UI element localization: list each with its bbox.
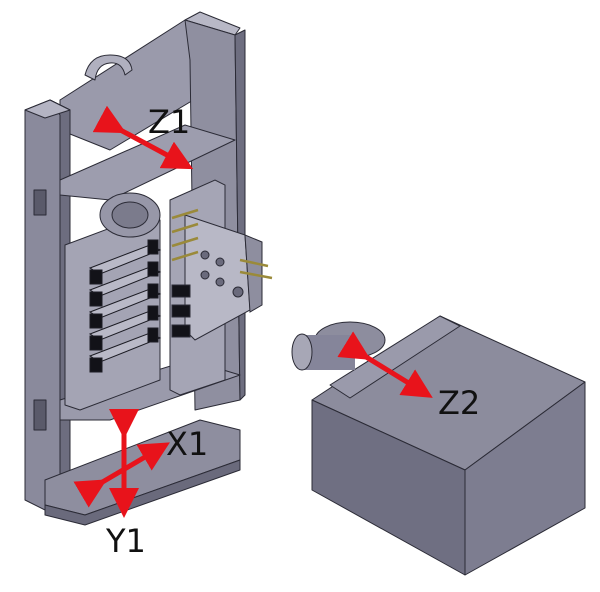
axis-arrows (73, 105, 433, 518)
z2-label: Z2 (438, 384, 481, 422)
z1-arrow (92, 105, 194, 170)
z1-label: Z1 (148, 103, 191, 141)
x1-label: X1 (166, 425, 209, 463)
left-connector-stack (88, 239, 162, 373)
x1-arrow (73, 442, 170, 508)
y1-label: Y1 (106, 522, 146, 560)
z2-arrow (337, 331, 433, 398)
z2-head (291, 315, 586, 576)
right-fixture (169, 179, 273, 396)
